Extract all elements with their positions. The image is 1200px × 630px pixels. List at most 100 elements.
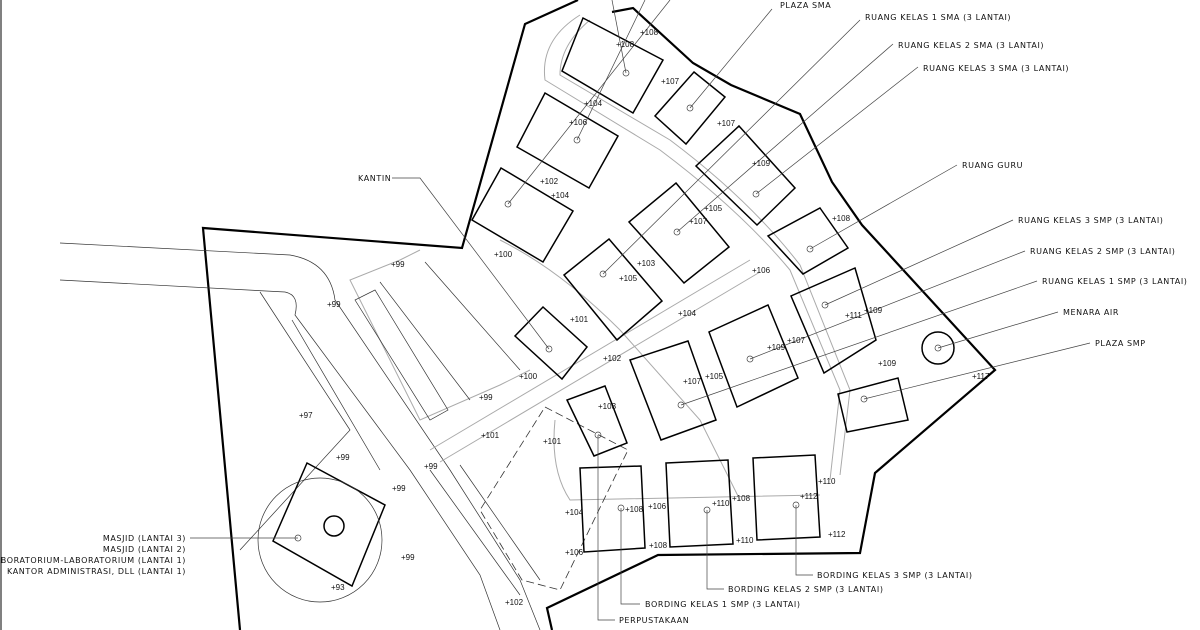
marker-circle [622,69,630,77]
elevation-label: +99 [424,462,438,471]
leader-line [689,8,773,109]
marker-circle [545,345,553,353]
marker-circle [752,190,760,198]
mosque-dome [323,515,345,537]
label-kantor: KANTOR ADMINISTRASI, DLL (LANTAI 1) [7,567,186,576]
elevation-label: +107 [717,119,736,128]
path-edge [239,291,351,551]
building [653,70,727,146]
parking-road [349,249,531,421]
elevation-label: +104 [551,191,570,200]
leader-line [507,0,671,205]
leader-line [706,510,724,590]
elevation-label: +99 [401,553,415,562]
elevation-label: +104 [678,309,697,318]
label-rk3-smp: RUANG KELAS 3 SMP (3 LANTAI) [1018,216,1164,225]
leader-line [392,177,550,350]
elevation-label: +112 [800,492,818,501]
access-road-edge [59,279,501,630]
leader-line [795,505,813,576]
access-road-edge [59,242,541,630]
label-plaza-smp: PLAZA SMP [1095,339,1146,348]
elevation-label: +117 [972,372,990,381]
site-boundary-east [545,6,997,630]
elevation-label: +108 [832,214,851,223]
label-ruang-guru: RUANG GURU [962,161,1023,170]
marker-circle [599,270,607,278]
internal-road [553,419,821,501]
elevation-label: +107 [787,336,806,345]
elevation-label: +101 [481,431,500,440]
elevation-label: +107 [683,377,702,386]
elevation-label: +99 [336,453,350,462]
marker-circle [677,401,685,409]
elevation-label: +110 [818,477,836,486]
elevation-label: +99 [479,393,493,402]
building [516,91,620,190]
building [766,207,850,275]
label-lab: LABORATORIUM-LABORATORIUM (LANTAI 1) [0,556,186,565]
label-bording2: BORDING KELAS 2 SMP (3 LANTAI) [728,585,884,594]
elevation-label: +100 [519,372,538,381]
elevation-label: +109 [752,159,771,168]
label-rk2-sma: RUANG KELAS 2 SMA (3 LANTAI) [898,41,1044,50]
building [562,237,664,342]
label-rk2-smp: RUANG KELAS 2 SMP (3 LANTAI) [1030,247,1176,256]
label-masjid-3: MASJID (LANTAI 3) [103,534,186,543]
elevation-label: +109 [864,306,883,315]
leader-line [824,219,1014,306]
internal-road [429,259,751,451]
water-tower [921,331,955,365]
elevation-label: +104 [565,508,584,517]
building [790,266,877,375]
building [513,305,589,381]
marker-circle [806,245,814,253]
marker-circle [860,395,868,403]
building [752,454,821,541]
elevation-label: +106 [648,502,667,511]
label-bording3: BORDING KELAS 3 SMP (3 LANTAI) [817,571,973,580]
marker-circle [673,228,681,236]
marker-circle [934,344,942,352]
internal-road [439,271,761,463]
internal-road [499,239,741,501]
elevation-label: +111 [845,311,862,320]
leader-line [809,164,958,250]
elevation-label: +99 [327,300,341,309]
marker-circle [594,431,602,439]
elevation-label: +103 [598,402,617,411]
marker-circle [573,136,581,144]
marker-circle [792,501,800,509]
parking-island [354,289,449,421]
leader-line [597,435,615,621]
elevation-label: +106 [752,266,771,275]
library-zone [479,406,629,591]
internal-road [543,14,841,481]
marker-circle [294,534,302,542]
leader-line [680,280,1038,406]
building [579,465,646,553]
label-perpustakaan: PERPUSTAKAAN [619,616,689,625]
leader-line [620,508,640,605]
building [565,385,628,457]
elevation-label: +108 [616,40,635,49]
elevation-label: +107 [661,77,680,86]
building [708,303,799,409]
label-kantin: KANTIN [358,174,391,183]
marker-circle [686,104,694,112]
building [665,459,734,548]
marker-circle [821,301,829,309]
label-rk1-smp: RUANG KELAS 1 SMP (3 LANTAI) [1042,277,1188,286]
elevation-label: +93 [331,583,345,592]
parking-rows [291,261,521,471]
marker-circle [504,200,512,208]
elevation-label: +106 [569,118,588,127]
elevation-label: +105 [704,204,723,213]
label-rk1-sma: RUANG KELAS 1 SMA (3 LANTAI) [865,13,1011,22]
elevation-label: +102 [540,177,559,186]
building [561,16,665,115]
leader-line [611,0,627,74]
marker-circle [703,506,711,514]
